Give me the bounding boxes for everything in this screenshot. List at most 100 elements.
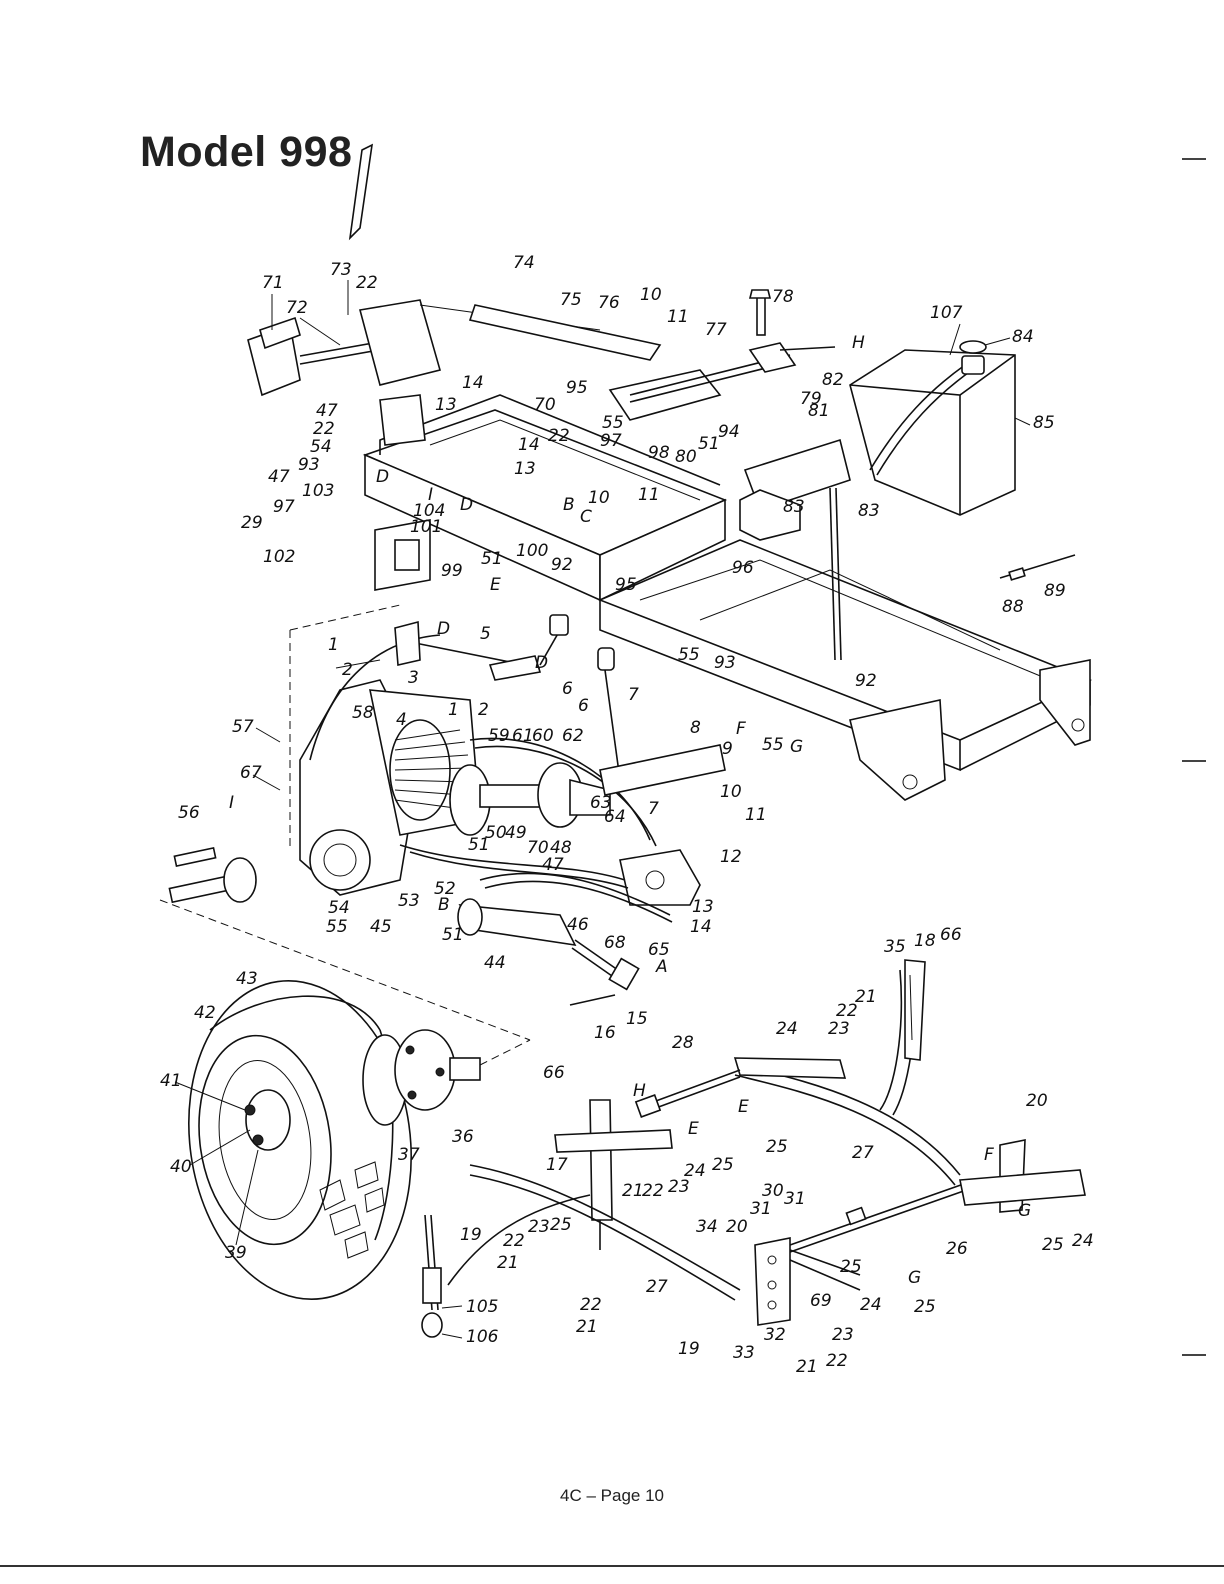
callout-label: 13 xyxy=(435,395,457,415)
lower-linkage xyxy=(421,959,1086,1338)
top-linkage xyxy=(468,289,836,421)
callout-label: 18 xyxy=(914,931,936,951)
callout-label: 12 xyxy=(720,847,742,867)
callout-label: 23 xyxy=(832,1325,854,1345)
callout-label: 20 xyxy=(1026,1091,1048,1111)
callout-label: 79 xyxy=(800,389,822,409)
callout-label: 23 xyxy=(528,1217,550,1237)
callout-label: 83 xyxy=(858,501,880,521)
callout-label: I xyxy=(428,485,433,505)
callout-label: 85 xyxy=(1033,413,1055,433)
callout-label: D xyxy=(535,653,548,673)
fuel-line xyxy=(999,554,1076,581)
callout-labels: 71 73 22 72 74 75 76 10 11 78 H 107 84 7… xyxy=(160,253,1094,1377)
callout-label: 7 xyxy=(648,799,659,819)
callout-label: 92 xyxy=(855,671,877,691)
bottom-rule xyxy=(0,1565,1224,1567)
callout-label: 50 xyxy=(485,823,507,843)
callout-label: 72 xyxy=(286,298,308,318)
callout-label: 26 xyxy=(946,1239,968,1259)
callout-label: 13 xyxy=(692,897,714,917)
callout-label: 37 xyxy=(398,1145,420,1165)
callout-label: 49 xyxy=(505,823,527,843)
callout-label: 2 xyxy=(342,660,353,680)
callout-label: 63 xyxy=(590,793,612,813)
callout-label: 24 xyxy=(1072,1231,1094,1251)
callout-label: 14 xyxy=(518,435,540,455)
callout-label: 21 xyxy=(622,1181,644,1201)
callout-label: 51 xyxy=(468,835,490,855)
callout-label: 9 xyxy=(722,739,733,759)
callout-label: 70 xyxy=(527,838,549,858)
callout-label: 94 xyxy=(718,422,740,442)
callout-label: 101 xyxy=(410,517,442,537)
margin-mark xyxy=(1182,760,1206,762)
callout-label: 89 xyxy=(1044,581,1066,601)
callout-label: 51 xyxy=(698,434,720,454)
callout-label: 51 xyxy=(481,549,503,569)
fuel-tank xyxy=(849,340,1016,516)
callout-label: 55 xyxy=(326,917,348,937)
callout-label: I xyxy=(229,793,234,813)
callout-label: 11 xyxy=(667,307,689,327)
wheel-hub xyxy=(362,1029,531,1126)
callout-label: 45 xyxy=(370,917,392,937)
callout-label: 5 xyxy=(480,624,491,644)
leader-lines xyxy=(174,280,1031,1339)
callout-label: 22 xyxy=(836,1001,858,1021)
callout-label: G xyxy=(908,1268,921,1288)
callout-label: 32 xyxy=(764,1325,786,1345)
callout-label: 21 xyxy=(855,987,877,1007)
callout-label: 66 xyxy=(543,1063,565,1083)
callout-label: E xyxy=(738,1097,749,1117)
callout-label: 25 xyxy=(550,1215,572,1235)
callout-label: 84 xyxy=(1012,327,1034,347)
callout-label: 105 xyxy=(466,1297,498,1317)
callout-label: 83 xyxy=(783,497,805,517)
callout-label: 25 xyxy=(1042,1235,1064,1255)
callout-label: G xyxy=(790,737,803,757)
callout-label: 52 xyxy=(434,879,456,899)
margin-mark xyxy=(1182,1354,1206,1356)
callout-label: 21 xyxy=(497,1253,519,1273)
callout-label: 10 xyxy=(720,782,742,802)
callout-label: 3 xyxy=(408,668,419,688)
callout-label: 43 xyxy=(236,969,258,989)
callout-label: 59 xyxy=(488,726,510,746)
callout-label: 75 xyxy=(560,290,582,310)
callout-label: 54 xyxy=(328,898,350,918)
callout-label: D xyxy=(437,619,450,639)
callout-label: 98 xyxy=(648,443,670,463)
callout-label: B xyxy=(563,495,575,515)
callout-label: 56 xyxy=(178,803,200,823)
margin-mark xyxy=(1182,158,1206,160)
seat-hinge-bracket xyxy=(247,299,601,446)
callout-label: 19 xyxy=(460,1225,482,1245)
callout-label: 47 xyxy=(316,401,338,421)
motor-fins xyxy=(394,729,469,809)
page-footer: 4C – Page 10 xyxy=(560,1486,664,1505)
page-title: Model 998 xyxy=(140,128,353,176)
callout-label: 33 xyxy=(733,1343,755,1363)
callout-label: 14 xyxy=(690,917,712,937)
transmission-assembly xyxy=(159,604,726,1041)
callout-label: 74 xyxy=(513,253,535,273)
callout-label: 54 xyxy=(310,437,332,457)
callout-label: 44 xyxy=(484,953,506,973)
callout-label: 42 xyxy=(194,1003,216,1023)
callout-label: 70 xyxy=(534,395,556,415)
callout-label: 67 xyxy=(240,763,262,783)
callout-label: 11 xyxy=(745,805,767,825)
callout-label: 29 xyxy=(241,513,263,533)
callout-label: 100 xyxy=(516,541,548,561)
callout-label: 15 xyxy=(626,1009,648,1029)
callout-label: D xyxy=(460,495,473,515)
callout-label: 22 xyxy=(313,419,335,439)
callout-label: 16 xyxy=(594,1023,616,1043)
callout-label: 23 xyxy=(828,1019,850,1039)
callout-label: 104 xyxy=(413,501,445,521)
callout-label: 27 xyxy=(852,1143,874,1163)
callout-label: 13 xyxy=(514,459,536,479)
callout-label: 76 xyxy=(598,293,620,313)
